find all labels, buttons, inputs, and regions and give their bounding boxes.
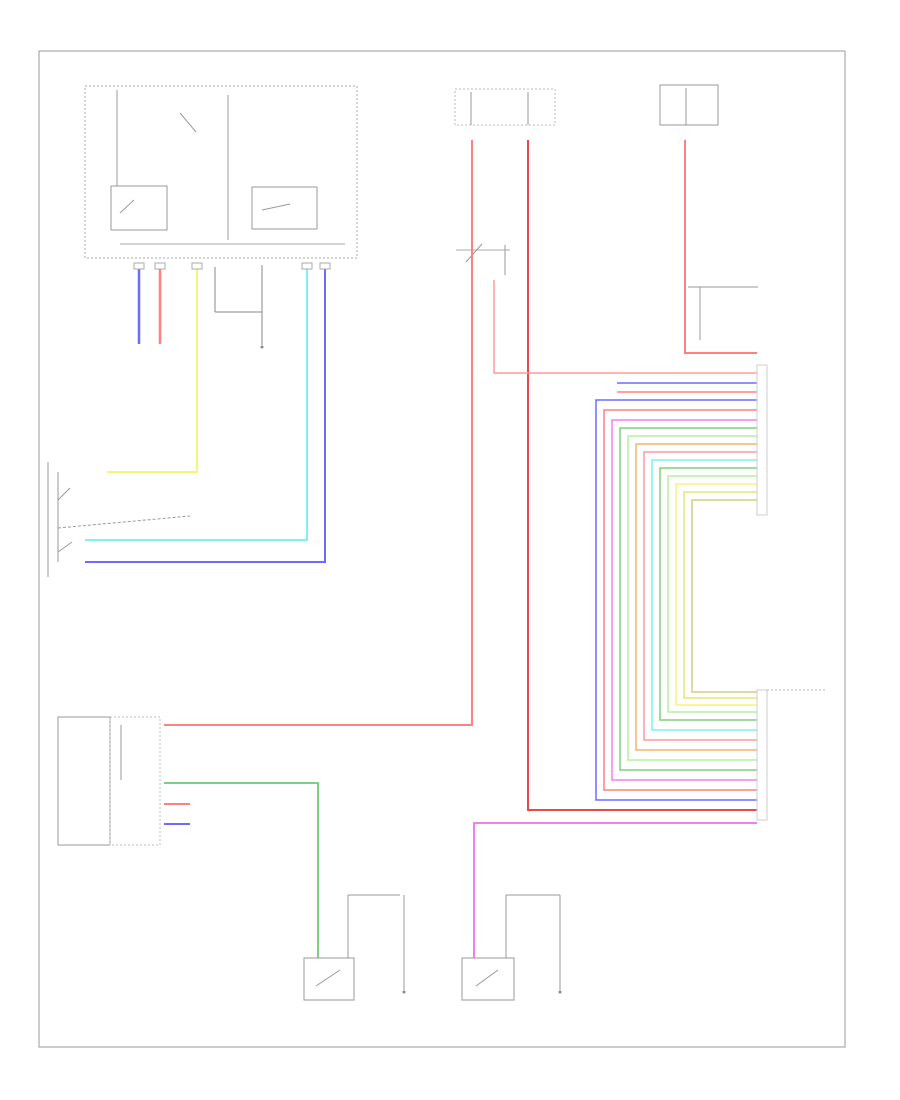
red-power-wire bbox=[527, 140, 757, 811]
module-terminals bbox=[133, 262, 331, 270]
lower-left-module bbox=[57, 716, 161, 846]
upper-bus bbox=[595, 382, 757, 801]
bottom-switch-right bbox=[461, 894, 561, 1001]
blue-wire-2 bbox=[85, 265, 326, 563]
cyan-wire bbox=[85, 265, 308, 541]
right-connectors bbox=[756, 364, 825, 821]
bottom-switch-left bbox=[303, 894, 405, 1001]
right-fuse bbox=[659, 84, 758, 340]
red-wire-right bbox=[684, 140, 757, 354]
magenta-wire bbox=[473, 822, 757, 958]
red-feed-wire bbox=[164, 140, 473, 726]
ground-symbols bbox=[260, 345, 562, 994]
green-wire bbox=[164, 782, 319, 958]
yellow-wire bbox=[107, 265, 198, 473]
left-switch bbox=[47, 462, 191, 577]
page-frame bbox=[38, 50, 846, 1048]
fuse-block bbox=[454, 88, 556, 275]
pink-wire bbox=[493, 280, 757, 374]
control-module bbox=[84, 85, 358, 345]
